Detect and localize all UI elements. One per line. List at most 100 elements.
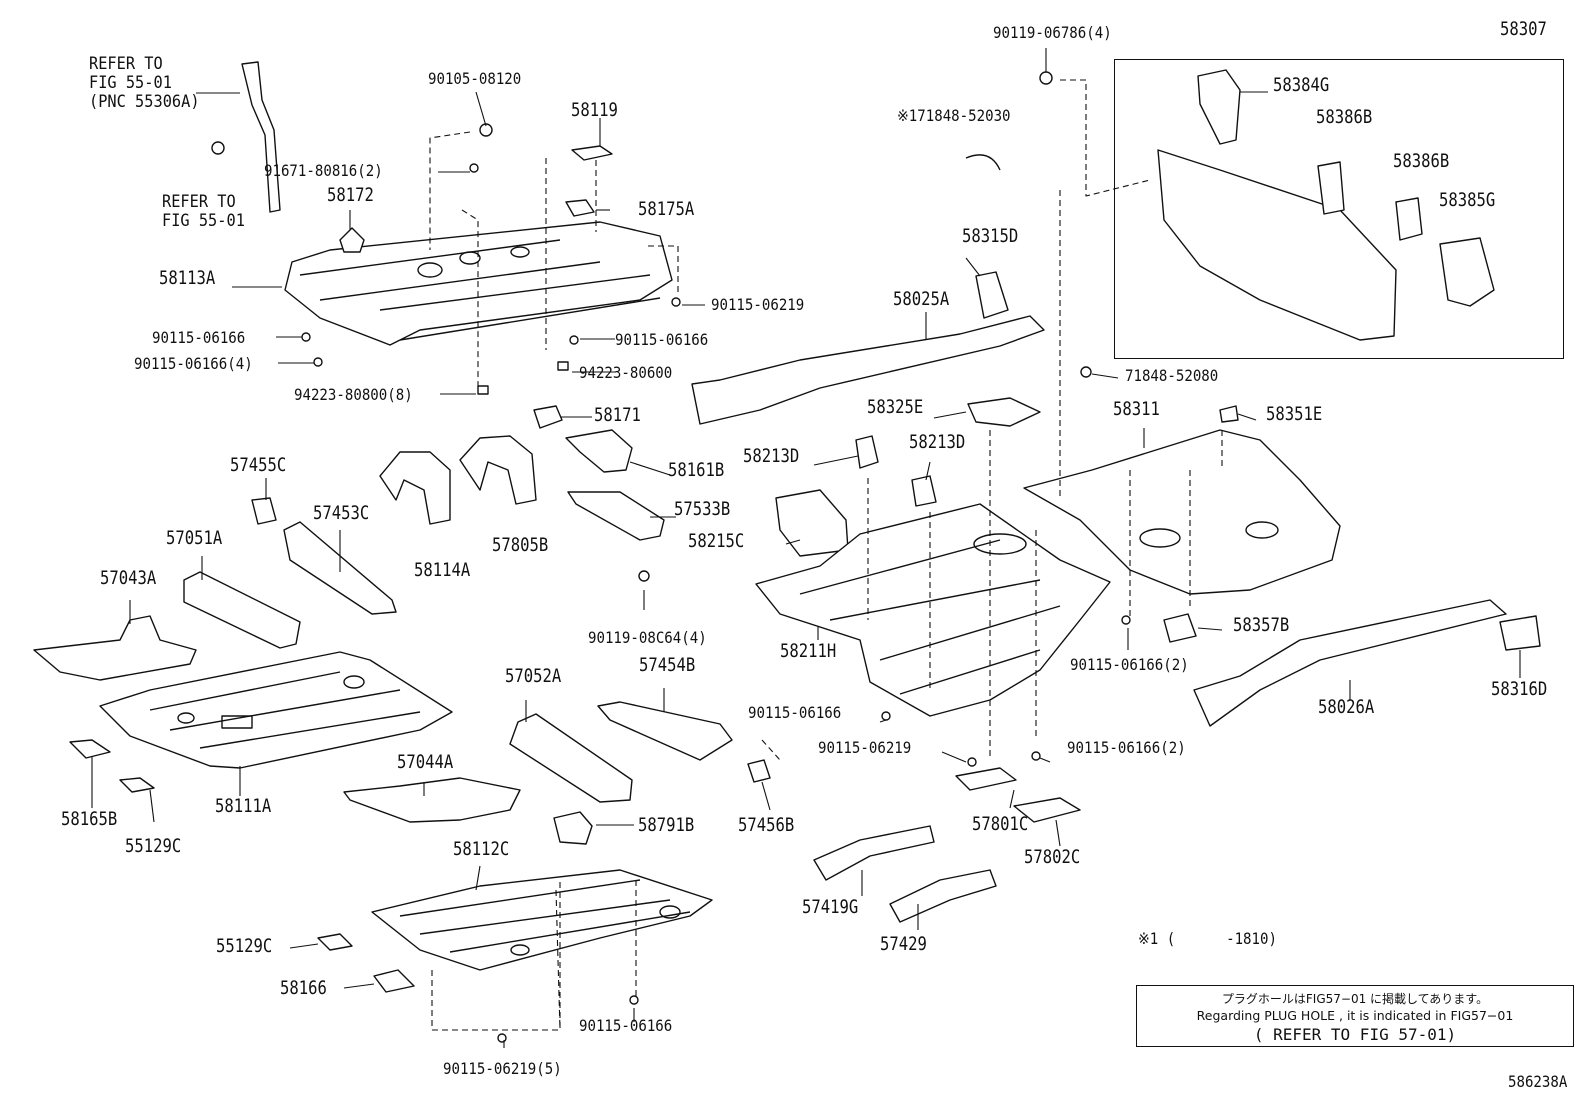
fastener-label-171848-52030[interactable]: ※171848-52030 [897,106,1011,125]
part-57456b-shape [747,759,771,783]
part-58161b-shape [565,429,633,473]
part-58311-shape [1023,429,1341,595]
part-label-58172[interactable]: 58172 [327,184,374,206]
part-57043a-shape [33,615,197,681]
part-label-58213d-b[interactable]: 58213D [909,431,966,453]
fastener-label-90115-06166-c[interactable]: 90115-06166 [748,703,842,722]
part-57051a-shape [183,571,301,649]
part-label-55129c-a[interactable]: 55129C [125,835,182,857]
fastener-label-90115-06219-a[interactable]: 90115-06219 [711,295,805,314]
fastener-label-94223-80800[interactable]: 94223-80800(8) [294,385,413,404]
fastener-label-71848-52080[interactable]: 71848-52080 [1125,366,1219,385]
part-label-58791b[interactable]: 58791B [638,814,695,836]
part-label-57043a[interactable]: 57043A [100,567,157,589]
fastener-label-90115-06166-b[interactable]: 90115-06166 [615,330,709,349]
note-japanese-text: プラグホールはFIG57−01 に掲載してあります。 [1221,992,1489,1006]
fastener-label-90115-06219-b[interactable]: 90115-06219 [818,738,912,757]
part-58119-shape [571,145,613,161]
part-58171-shape [533,405,563,429]
part-label-57429[interactable]: 57429 [880,933,927,955]
part-label-57453c[interactable]: 57453C [313,502,370,524]
fastener-label-90115-06166-4[interactable]: 90115-06166(4) [134,354,253,373]
part-58213d-a-shape [855,435,879,469]
part-label-57051a[interactable]: 57051A [166,527,223,549]
part-label-58316d[interactable]: 58316D [1491,678,1548,700]
note-english-text: Regarding PLUG HOLE , it is indicated in… [1196,1008,1514,1023]
part-label-58114a[interactable]: 58114A [414,559,471,581]
fastener-label-90115-06166-d[interactable]: 90115-06166 [579,1016,673,1035]
part-label-57454b[interactable]: 57454B [639,654,696,676]
part-label-58351e[interactable]: 58351E [1266,403,1323,425]
fastener-label-90119-08c64[interactable]: 90119-08C64(4) [588,628,707,647]
part-label-58026a[interactable]: 58026A [1318,696,1375,718]
part-58307-group-shape [1157,69,1495,341]
part-58213d-b-shape [911,475,937,507]
fastener-label-90115-06166-a[interactable]: 90115-06166 [152,328,246,347]
part-label-58386b-a[interactable]: 58386B [1316,106,1373,128]
fastener-label-90115-06219-5[interactable]: 90115-06219(5) [443,1059,562,1078]
part-58026a-shape [1193,599,1507,727]
fastener-label-90105-08120[interactable]: 90105-08120 [428,69,522,88]
part-label-57802c[interactable]: 57802C [1024,846,1081,868]
part-label-58111a[interactable]: 58111A [215,795,272,817]
part-label-57805b[interactable]: 57805B [492,534,549,556]
part-label-57801c[interactable]: 57801C [972,813,1029,835]
part-58211h-shape [755,503,1111,717]
part-58025a-shape [691,315,1045,425]
part-label-58119[interactable]: 58119 [571,99,618,121]
leader-lines [91,48,1521,1048]
part-label-58213d-a[interactable]: 58213D [743,445,800,467]
part-58215c-shape [775,489,849,557]
part-label-57455c[interactable]: 57455C [230,454,287,476]
part-label-58384g[interactable]: 58384G [1273,74,1330,96]
fastener-label-90115-06166-2a[interactable]: 90115-06166(2) [1070,655,1189,674]
part-label-58166[interactable]: 58166 [280,977,327,999]
part-57533b-shape [567,491,665,541]
part-label-57419g[interactable]: 57419G [802,896,859,918]
part-58315d-shape [975,271,1009,319]
part-58166-shape [373,969,415,993]
plug-hole-note-box: プラグホールはFIG57−01 に掲載してあります。 Regarding PLU… [1136,985,1574,1047]
part-label-58112c[interactable]: 58112C [453,838,510,860]
part-58172-shape [339,227,365,253]
part-label-57044a[interactable]: 57044A [397,751,454,773]
part-label-58171[interactable]: 58171 [594,404,641,426]
part-58325e-shape [967,397,1041,427]
part-label-58025a[interactable]: 58025A [893,288,950,310]
part-57801c-shape [955,767,1017,791]
part-label-57052a[interactable]: 57052A [505,665,562,687]
part-label-58385g[interactable]: 58385G [1439,189,1496,211]
part-57455c-shape [251,497,277,525]
fastener-label-90119-06786[interactable]: 90119-06786(4) [993,23,1112,42]
part-label-58211h[interactable]: 58211H [780,640,837,662]
part-label-58386b-b[interactable]: 58386B [1393,150,1450,172]
part-label-58113a[interactable]: 58113A [159,267,216,289]
part-label-58311[interactable]: 58311 [1113,398,1160,420]
part-58351e-shape [1219,405,1239,423]
part-58316d-shape [1499,615,1541,651]
group-58307-box [1114,59,1564,359]
fastener-label-90115-06166-2b[interactable]: 90115-06166(2) [1067,738,1186,757]
part-58111a-shape [99,651,453,769]
fastener-label-94223-80600[interactable]: 94223-80600 [579,363,673,382]
footnote-label: ※1 ( -1810) [1138,929,1277,948]
part-label-58161b[interactable]: 58161B [668,459,725,481]
part-label-55129c-b[interactable]: 55129C [216,935,273,957]
fastener-label-91671-80816[interactable]: 91671-80816(2) [264,161,383,180]
part-label-57456b[interactable]: 57456B [738,814,795,836]
part-57454b-shape [597,701,733,761]
part-label-58325e[interactable]: 58325E [867,396,924,418]
refer-fig55-label: REFER TO FIG 55-01 [162,192,245,231]
part-label-57533b[interactable]: 57533B [674,498,731,520]
part-57044a-shape [343,777,521,823]
part-label-58165b[interactable]: 58165B [61,808,118,830]
part-57052a-shape [509,713,633,803]
part-label-58315d[interactable]: 58315D [962,225,1019,247]
part-label-58357b[interactable]: 58357B [1233,614,1290,636]
part-57802c-shape [1013,797,1081,823]
part-label-58215c[interactable]: 58215C [688,530,745,552]
part-label-58307[interactable]: 58307 [1500,18,1547,40]
part-label-58175a[interactable]: 58175A [638,198,695,220]
